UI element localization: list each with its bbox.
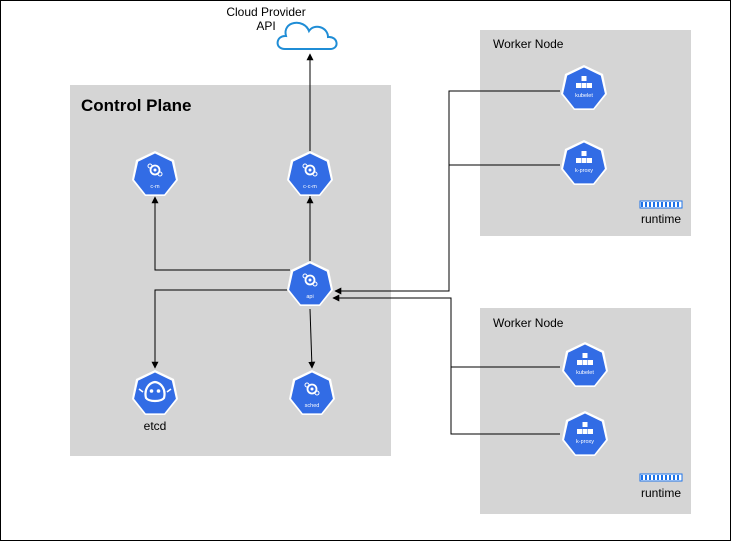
worker2-kproxy-icon: k-proxy [562,411,608,456]
api-icon: api [287,261,333,306]
worker2-kubelet-label: kubelet [576,370,594,376]
worker2-kproxy-label: k-proxy [576,439,594,445]
cloud-provider-icon [276,21,338,50]
worker-node-2-region [480,308,691,514]
sched-label: sched [305,403,320,409]
sched-icon: sched [289,370,335,415]
cloud-provider-label-line2: API [256,19,275,33]
worker2-runtime-icon [639,473,683,482]
worker1-runtime-label: runtime [641,212,681,226]
worker2-runtime-label: runtime [641,486,681,500]
worker1-kproxy-icon: k-proxy [561,140,607,185]
cm-label: c-m [150,184,160,190]
connector-api-to-etcd [151,289,290,369]
worker1-kubelet-icon: kubelet [561,65,607,110]
api-label: api [306,294,313,300]
etcd-icon [132,370,178,415]
ccm-icon: c-c-m [287,151,333,196]
connector-api-to-sched [308,308,316,369]
worker1-runtime-icon [639,200,683,209]
etcd-label: etcd [144,419,167,433]
cm-icon: c-m [132,151,178,196]
worker-node-1-title: Worker Node [493,37,564,51]
worker2-kubelet-icon: kubelet [562,342,608,387]
ccm-label: c-c-m [303,184,317,190]
worker1-kubelet-label: kubelet [575,93,593,99]
connector-worker2-kproxy [450,367,560,435]
connector-api-to-cm [151,196,290,271]
worker-node-2-title: Worker Node [493,316,564,330]
cloud-provider-label-line1: Cloud Provider [226,5,305,19]
connector-worker1-kubelet-to-api [334,90,560,295]
control-plane-title: Control Plane [81,96,192,115]
connector-worker2-kubelet-to-api [332,294,560,368]
worker1-kproxy-label: k-proxy [575,168,593,174]
